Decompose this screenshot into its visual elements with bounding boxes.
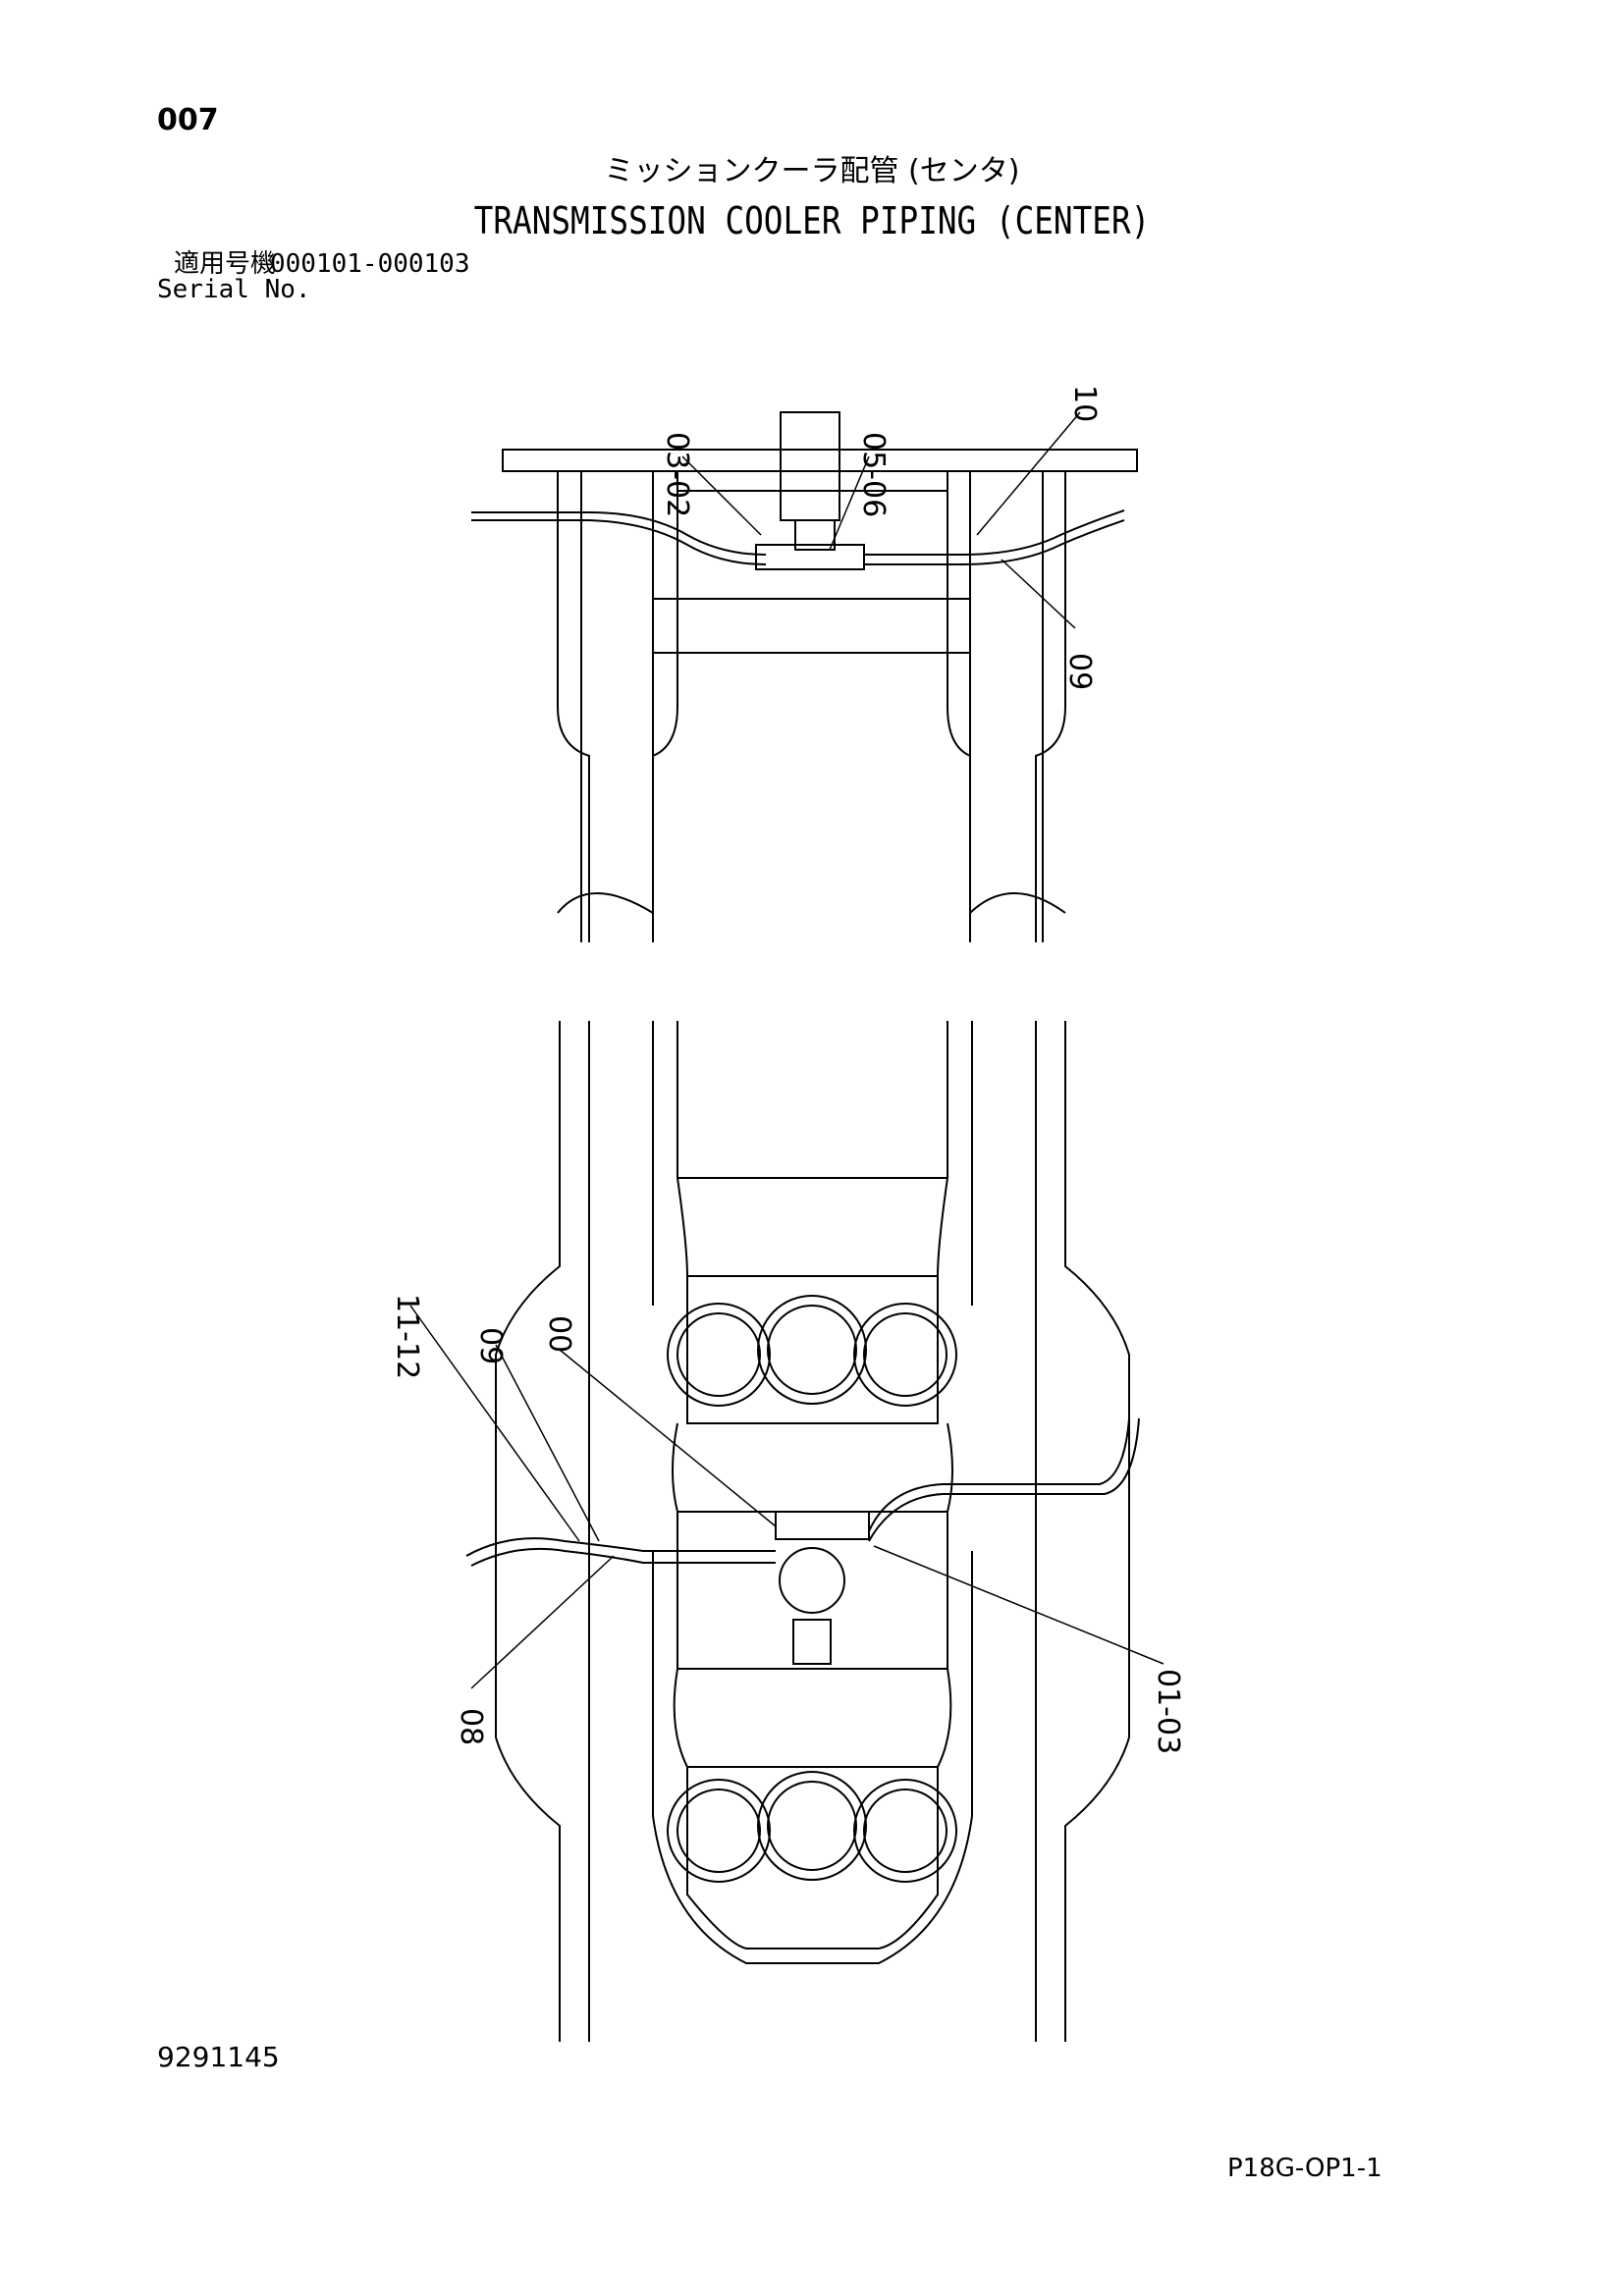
valve-block — [780, 411, 840, 521]
leader-00 — [559, 1349, 777, 1527]
callout-00: 00 — [542, 1315, 576, 1353]
valve-body — [794, 519, 836, 551]
bottom-pipe-left-lower — [470, 1547, 776, 1567]
ring-upper-center-inner — [767, 1305, 857, 1395]
top-plate — [502, 449, 1138, 472]
leader-10 — [976, 411, 1081, 536]
bottom-view — [465, 1021, 1140, 2042]
serial-range: 000101-000103 — [270, 249, 470, 279]
ring-upper-left-inner — [677, 1312, 761, 1397]
pump-flange — [792, 1619, 832, 1665]
rail-outer-left — [557, 471, 590, 942]
callout-09-bottom: 09 — [473, 1327, 508, 1364]
page-number: 007 — [157, 103, 219, 137]
pipe-right-upper — [864, 509, 1125, 556]
valve-manifold — [775, 1511, 870, 1540]
callout-01-03: 01-03 — [1151, 1669, 1185, 1754]
top-callouts: 03-02 05-06 10 09 — [660, 385, 1102, 690]
leader-09-bottom — [495, 1344, 600, 1542]
deck-middle — [672, 1422, 953, 1513]
pipe-left-upper — [471, 511, 767, 556]
deck-rear-curve — [652, 1815, 973, 1964]
valve-base — [755, 544, 865, 570]
callout-10: 10 — [1067, 385, 1102, 422]
ring-lower-right — [853, 1779, 957, 1883]
callout-05-06: 05-06 — [856, 432, 891, 517]
frame-outer-right — [1064, 1021, 1130, 2042]
top-leaders — [681, 411, 1081, 629]
drawing-number: 9291145 — [157, 2041, 280, 2073]
ring-lower-right-inner — [863, 1789, 947, 1873]
leader-11-12 — [409, 1305, 580, 1542]
center-plate — [677, 1511, 948, 1670]
ring-upper-right-inner — [863, 1312, 947, 1397]
serial-label-japanese: 適用号機 — [174, 249, 277, 279]
callout-09-top: 09 — [1062, 653, 1097, 690]
foot-left — [557, 892, 654, 914]
leader-05-06 — [829, 455, 870, 551]
serial-label-english: Serial No. — [157, 275, 311, 304]
bottom-pipe-left-upper — [465, 1537, 776, 1557]
deck-lower-bay — [686, 1767, 939, 1949]
ring-lower-left — [667, 1779, 771, 1883]
deck-upper-curve — [677, 1177, 948, 1277]
frame-outer-left — [495, 1021, 561, 2042]
deck-upper-bay — [686, 1276, 939, 1424]
leader-01-03 — [873, 1545, 1164, 1665]
rail-inner-left-c — [652, 471, 678, 757]
top-view — [471, 411, 1138, 942]
callout-08: 08 — [454, 1708, 488, 1745]
title-japanese: ミッションクーラ配管 (センタ) — [604, 154, 1020, 188]
pump-housing — [779, 1547, 845, 1614]
title-english: TRANSMISSION COOLER PIPING (CENTER) — [473, 199, 1151, 242]
sheet-code: P18G-OP1-1 — [1227, 2154, 1382, 2183]
pipe-right-lower — [864, 519, 1125, 565]
leader-03-02 — [681, 455, 762, 536]
leader-08 — [470, 1555, 615, 1689]
ring-lower-left-inner — [677, 1789, 761, 1873]
bottom-pipe-right-upper — [868, 1417, 1130, 1532]
ring-lower-center-inner — [767, 1781, 857, 1871]
deck-lower — [673, 1668, 952, 1768]
leader-09-top — [1001, 559, 1076, 629]
callout-11-12: 11-12 — [390, 1294, 424, 1379]
bottom-callouts: 11-12 09 00 08 01-03 — [390, 1294, 1185, 1754]
ring-upper-center — [757, 1295, 867, 1405]
rail-inner-right-c — [947, 471, 971, 757]
ring-upper-right — [853, 1303, 957, 1407]
pipe-left-lower — [471, 519, 767, 565]
rail-outer-right — [1035, 471, 1066, 942]
ring-lower-center — [757, 1771, 867, 1881]
ring-upper-left — [667, 1303, 771, 1407]
foot-right — [969, 892, 1066, 914]
bottom-pipe-right-lower — [868, 1417, 1140, 1542]
bottom-leaders — [409, 1305, 1164, 1689]
callout-03-02: 03-02 — [660, 432, 694, 517]
